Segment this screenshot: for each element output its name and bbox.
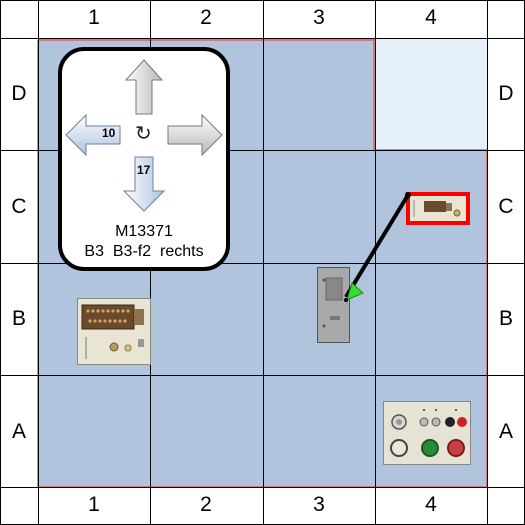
row-label-right: C [498, 195, 514, 218]
down-move-count: 17 [137, 163, 151, 177]
column-label-bottom: 1 [88, 493, 100, 516]
part-number: M13371 [115, 223, 173, 240]
move-left-arrow-icon[interactable] [64, 113, 122, 157]
row-label-right: B [498, 307, 513, 330]
component-connector-module-b1[interactable] [77, 298, 151, 365]
column-label-top: 2 [200, 6, 212, 29]
component-selected-module-c4[interactable] [406, 192, 470, 225]
row-label-left: B [11, 307, 26, 330]
pointer-arrow-icon [346, 282, 364, 301]
left-move-count: 10 [102, 126, 116, 140]
column-label-top: 3 [313, 6, 325, 29]
switch-panel-icon [390, 409, 467, 457]
selected-module-body [410, 196, 466, 221]
row-label-right: D [498, 82, 514, 105]
row-label-left: A [11, 420, 26, 443]
row-label-left: D [11, 82, 27, 105]
column-label-bottom: 3 [313, 493, 325, 516]
module-icon [413, 200, 461, 217]
column-label-top: 4 [425, 6, 437, 29]
column-label-bottom: 2 [200, 493, 212, 516]
connector-module-icon [81, 304, 144, 359]
move-up-arrow-icon[interactable] [124, 58, 164, 116]
component-switch-panel-a4[interactable] [383, 401, 471, 465]
gray-module-icon [322, 277, 343, 328]
board-cell-d4[interactable] [376, 38, 487, 150]
move-down-arrow-icon[interactable] [122, 155, 166, 213]
move-control-panel: 10 ↻ 17 M13371 B3 B3-f2 rechts [58, 47, 230, 271]
rotate-icon[interactable]: ↻ [135, 121, 152, 145]
component-gray-module-b3[interactable] [317, 267, 350, 343]
move-right-arrow-icon[interactable] [166, 113, 224, 157]
row-label-left: C [11, 195, 27, 218]
part-location: B3 B3-f2 rechts [84, 243, 204, 260]
column-label-bottom: 4 [425, 493, 437, 516]
row-label-right: A [498, 420, 513, 443]
column-label-top: 1 [88, 6, 100, 29]
